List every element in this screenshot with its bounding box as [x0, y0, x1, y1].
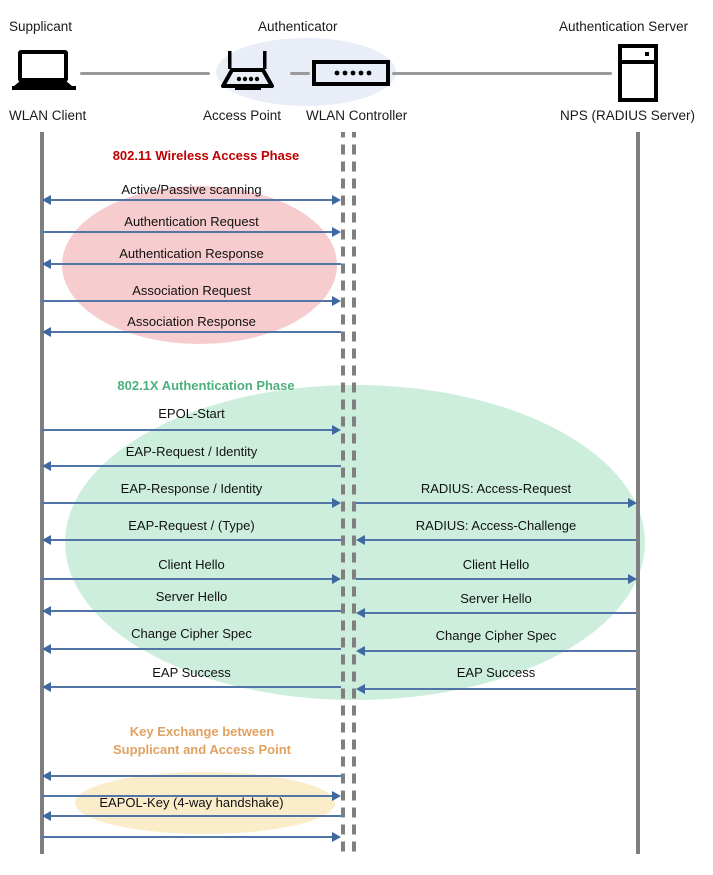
msg-line-eapol-key-1 — [46, 775, 341, 777]
msg-label-change-cipher-spec-left: Change Cipher Spec — [131, 626, 252, 641]
msg-line-association-request — [42, 300, 337, 302]
actor-role-auth-server: Authentication Server — [559, 19, 689, 34]
msg-label-client-hello-left: Client Hello — [158, 557, 225, 572]
msg-arrowhead-left-eap-success-right — [356, 684, 365, 694]
actor-role-authenticator: Authenticator — [258, 19, 338, 34]
phase-80211-ellipse — [62, 186, 337, 344]
msg-arrowhead-left-eap-request-identity — [42, 461, 51, 471]
phase-key-ellipse — [75, 772, 335, 834]
msg-label-authentication-request: Authentication Request — [124, 214, 259, 229]
msg-line-radius-access-request — [356, 502, 632, 504]
msg-arrowhead-right-client-hello-left — [332, 574, 341, 584]
msg-arrowhead-right-client-hello-right — [628, 574, 637, 584]
msg-line-epol-start — [42, 429, 337, 431]
phase-title-80211: 802.11 Wireless Access Phase — [112, 148, 300, 163]
msg-line-association-response — [46, 331, 341, 333]
phase-title-key-exchange-line2: Supplicant and Access Point — [113, 742, 291, 757]
msg-arrowhead-left-eap-success-left — [42, 682, 51, 692]
msg-arrowhead-left-eapol-key-3 — [42, 811, 51, 821]
msg-label-server-hello-right: Server Hello — [460, 591, 532, 606]
msg-label-server-hello-left: Server Hello — [155, 589, 228, 604]
wire-ap-to-controller — [290, 72, 310, 75]
msg-label-eapol-key: EAPOL-Key (4-way handshake) — [99, 795, 284, 810]
actor-name-wlan-client: WLAN Client — [9, 108, 87, 123]
msg-arrowhead-right-radius-access-request — [628, 498, 637, 508]
actor-name-access-point: Access Point — [203, 108, 282, 123]
msg-arrowhead-right-eap-response-identity — [332, 498, 341, 508]
msg-line-eap-success-left — [46, 686, 341, 688]
wire-controller-to-nps — [392, 72, 612, 75]
msg-line-change-cipher-spec-left — [46, 648, 341, 650]
access-point-icon — [215, 50, 281, 99]
actor-name-nps: NPS (RADIUS Server) — [560, 108, 696, 123]
msg-label-eap-success-right: EAP Success — [456, 665, 536, 680]
phase-title-8021x: 802.1X Authentication Phase — [117, 378, 295, 393]
msg-label-active-passive-scanning: Active/Passive scanning — [121, 182, 262, 197]
lifeline-authenticator-b — [352, 132, 356, 854]
phase-title-key-exchange-line1: Key Exchange between — [129, 724, 275, 739]
msg-label-eap-response-identity: EAP-Response / Identity — [120, 481, 263, 496]
msg-line-eap-success-right — [360, 688, 636, 690]
msg-arrowhead-left-auth-response — [42, 259, 51, 269]
msg-line-active-passive-scanning — [46, 199, 337, 201]
msg-line-eapol-key-2 — [42, 795, 337, 797]
msg-arrowhead-left-server-hello-right — [356, 608, 365, 618]
msg-label-client-hello-right: Client Hello — [462, 557, 530, 572]
wlan-controller-icon — [312, 59, 390, 92]
msg-label-radius-access-challenge: RADIUS: Access-Challenge — [415, 518, 577, 533]
msg-arrowhead-left-server-hello-left — [42, 606, 51, 616]
msg-line-eapol-key-4 — [42, 836, 337, 838]
msg-arrowhead-left-eap-request-type — [42, 535, 51, 545]
msg-arrowhead-right-scanning — [332, 195, 341, 205]
actor-role-supplicant: Supplicant — [9, 19, 73, 34]
msg-label-epol-start: EPOL-Start — [158, 406, 225, 421]
msg-label-eap-success-left: EAP Success — [152, 665, 231, 680]
msg-arrowhead-right-epol-start — [332, 425, 341, 435]
lifeline-auth-server — [636, 132, 640, 854]
msg-line-server-hello-left — [46, 610, 341, 612]
msg-arrowhead-right-auth-request — [332, 227, 341, 237]
actor-name-wlan-controller: WLAN Controller — [306, 108, 408, 123]
lifeline-authenticator-a — [341, 132, 345, 854]
msg-line-change-cipher-spec-right — [360, 650, 636, 652]
msg-arrowhead-right-eapol-key-4 — [332, 832, 341, 842]
msg-arrowhead-left-radius-access-challenge — [356, 535, 365, 545]
msg-label-eap-request-type: EAP-Request / (Type) — [128, 518, 255, 533]
msg-line-authentication-request — [42, 231, 337, 233]
msg-label-association-request: Association Request — [132, 283, 251, 298]
wire-client-to-ap — [80, 72, 210, 75]
lifeline-supplicant — [40, 132, 44, 854]
msg-line-client-hello-left — [42, 578, 337, 580]
msg-arrowhead-right-eapol-key-2 — [332, 791, 341, 801]
msg-arrowhead-right-assoc-request — [332, 296, 341, 306]
msg-arrowhead-left-change-cipher-spec-right — [356, 646, 365, 656]
msg-line-client-hello-right — [356, 578, 632, 580]
msg-line-radius-access-challenge — [360, 539, 636, 541]
msg-label-authentication-response: Authentication Response — [119, 246, 264, 261]
msg-arrowhead-left-assoc-response — [42, 327, 51, 337]
msg-label-association-response: Association Response — [127, 314, 256, 329]
server-icon — [617, 44, 661, 107]
msg-line-eap-response-identity — [42, 502, 337, 504]
msg-arrowhead-left-change-cipher-spec-left — [42, 644, 51, 654]
msg-line-authentication-response — [46, 263, 341, 265]
msg-line-eap-request-identity — [46, 465, 341, 467]
msg-label-change-cipher-spec-right: Change Cipher Spec — [435, 628, 557, 643]
msg-line-eap-request-type — [46, 539, 341, 541]
laptop-icon — [12, 50, 78, 99]
msg-arrowhead-left-eapol-key-1 — [42, 771, 51, 781]
msg-label-eap-request-identity: EAP-Request / Identity — [125, 444, 258, 459]
msg-line-eapol-key-3 — [46, 815, 341, 817]
msg-arrowhead-left-scanning — [42, 195, 51, 205]
msg-line-server-hello-right — [360, 612, 636, 614]
msg-label-radius-access-request: RADIUS: Access-Request — [420, 481, 572, 496]
